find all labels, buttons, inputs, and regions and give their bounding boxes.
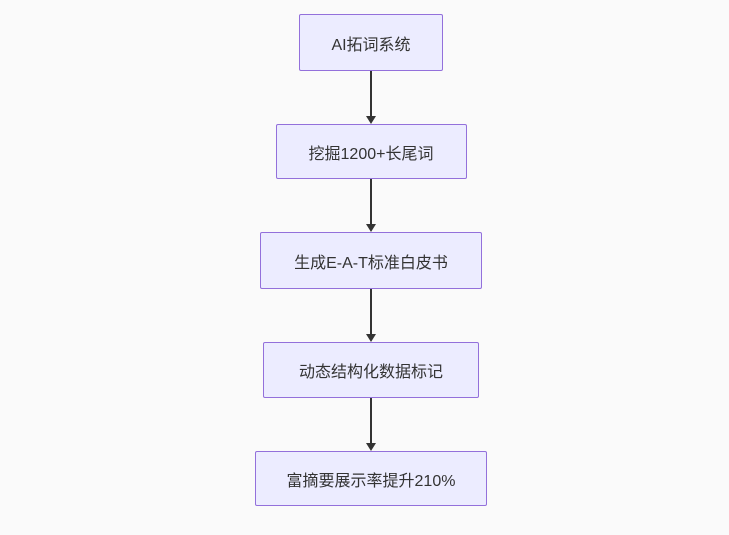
flow-arrow-down-icon bbox=[366, 289, 376, 342]
flowchart-node-rich-snippet-result: 富摘要展示率提升210% bbox=[255, 451, 487, 506]
flow-arrow-down-icon bbox=[366, 398, 376, 451]
node-label: AI拓词系统 bbox=[331, 36, 411, 54]
arrow-line bbox=[370, 71, 372, 116]
node-label: 生成E-A-T标准白皮书 bbox=[294, 254, 448, 272]
arrow-line bbox=[370, 289, 372, 334]
flow-arrow-down-icon bbox=[366, 179, 376, 232]
arrowhead-icon bbox=[366, 116, 376, 124]
arrow-line bbox=[370, 179, 372, 224]
arrowhead-icon bbox=[366, 334, 376, 342]
arrowhead-icon bbox=[366, 224, 376, 232]
flow-arrow-down-icon bbox=[366, 71, 376, 124]
flowchart: AI拓词系统 挖掘1200+长尾词 生成E-A-T标准白皮书 动态结构化数据标记… bbox=[255, 14, 487, 506]
flowchart-node-longtail-keywords: 挖掘1200+长尾词 bbox=[275, 124, 467, 179]
arrowhead-icon bbox=[366, 443, 376, 451]
node-label: 动态结构化数据标记 bbox=[298, 364, 443, 381]
node-label: 富摘要展示率提升210% bbox=[286, 472, 456, 490]
flowchart-node-structured-data-markup: 动态结构化数据标记 bbox=[263, 342, 479, 398]
node-label: 挖掘1200+长尾词 bbox=[308, 145, 434, 163]
arrow-line bbox=[370, 398, 372, 443]
flowchart-node-eat-whitepaper: 生成E-A-T标准白皮书 bbox=[260, 232, 482, 289]
flowchart-node-ai-word-expansion: AI拓词系统 bbox=[299, 14, 443, 71]
